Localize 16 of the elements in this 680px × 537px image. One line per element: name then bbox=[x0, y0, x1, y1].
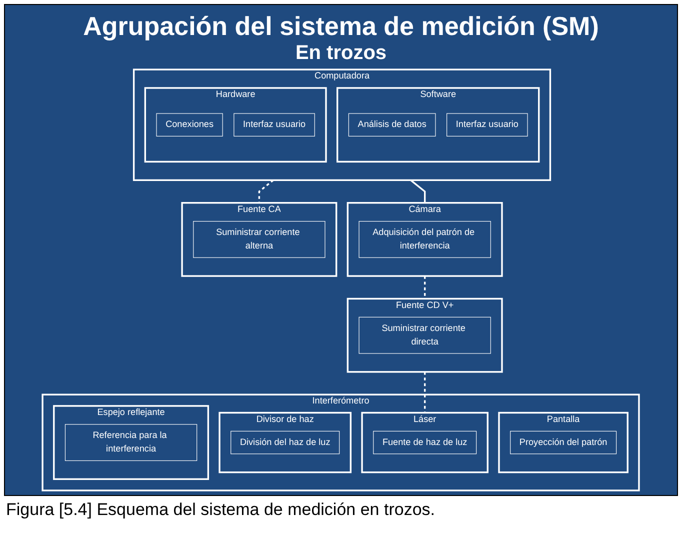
subtitle: En trozos bbox=[295, 41, 387, 65]
node-box: Referencia para la interferencia bbox=[65, 424, 198, 461]
node-box: Adquisición del patrón de interferencia bbox=[358, 221, 492, 258]
node-box: Suministrar corriente alterna bbox=[193, 221, 326, 258]
figure-caption: Figura [5.4] Esquema del sistema de medición en trozos. bbox=[6, 500, 435, 520]
node-box: Fuente de haz de luz bbox=[373, 430, 477, 454]
node-box: Análisis de datos bbox=[348, 113, 436, 136]
node-box: Interfaz usuario bbox=[446, 113, 528, 136]
node-box: División del haz de luz bbox=[230, 430, 340, 454]
connector bbox=[410, 180, 426, 203]
node-box: Suministrar corriente directa bbox=[358, 316, 492, 354]
connector bbox=[424, 276, 426, 299]
diagram-title: Agrupación del sistema de medición (SM) bbox=[83, 11, 599, 41]
node-box: Conexiones bbox=[156, 113, 224, 136]
node-box: Interfaz usuario bbox=[234, 113, 316, 136]
node-box: Proyección del patrón bbox=[510, 430, 617, 454]
